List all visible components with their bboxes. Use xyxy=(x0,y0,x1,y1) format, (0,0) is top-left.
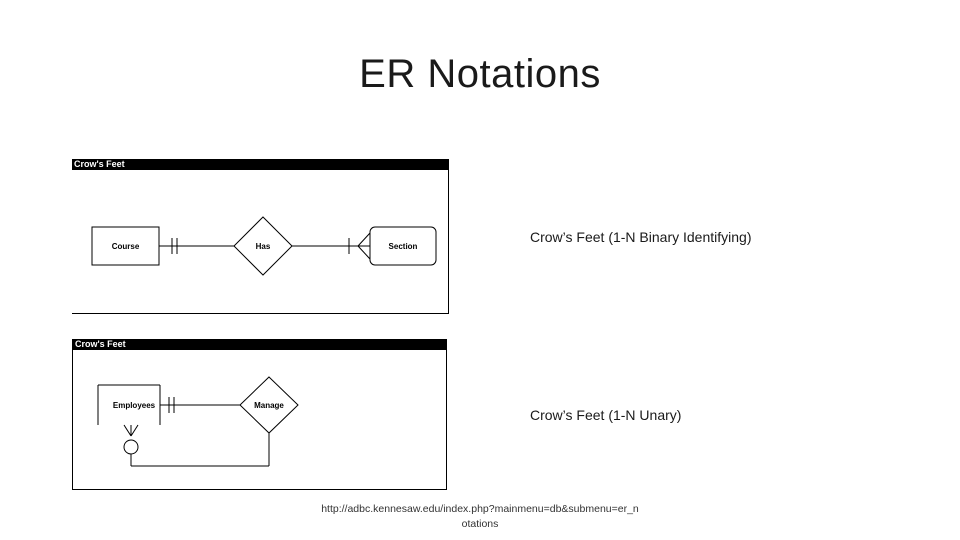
crows-foot-top xyxy=(357,232,371,247)
binary-identifying-svg: Course Has Section xyxy=(91,216,437,276)
binary-identifying-diagram: Crow's Feet Course Has Section xyxy=(72,159,449,314)
section-label: Section xyxy=(389,242,418,251)
diagram-header: Crow's Feet xyxy=(72,159,448,170)
unary-svg: Employees Manage xyxy=(97,376,299,467)
caption-unary: Crow’s Feet (1-N Unary) xyxy=(530,407,682,423)
optional-circle xyxy=(123,439,139,455)
has-relationship xyxy=(233,216,293,276)
diagram-header: Crow's Feet xyxy=(73,339,446,350)
crows-foot-right xyxy=(130,424,139,437)
course-label: Course xyxy=(112,242,140,251)
section-entity xyxy=(369,226,437,266)
course-entity xyxy=(91,226,160,266)
source-url-link[interactable]: http://adbc.kennesaw.edu/index.php?mainm… xyxy=(321,503,639,530)
manage-label: Manage xyxy=(254,401,284,410)
crows-foot-bottom xyxy=(357,245,371,260)
employees-label: Employees xyxy=(113,401,156,410)
caption-binary-identifying: Crow’s Feet (1-N Binary Identifying) xyxy=(530,229,752,245)
has-label: Has xyxy=(256,242,271,251)
slide-title: ER Notations xyxy=(359,52,601,96)
crows-foot-left xyxy=(123,424,132,437)
unary-diagram: Crow's Feet Employees Manage xyxy=(72,339,447,490)
